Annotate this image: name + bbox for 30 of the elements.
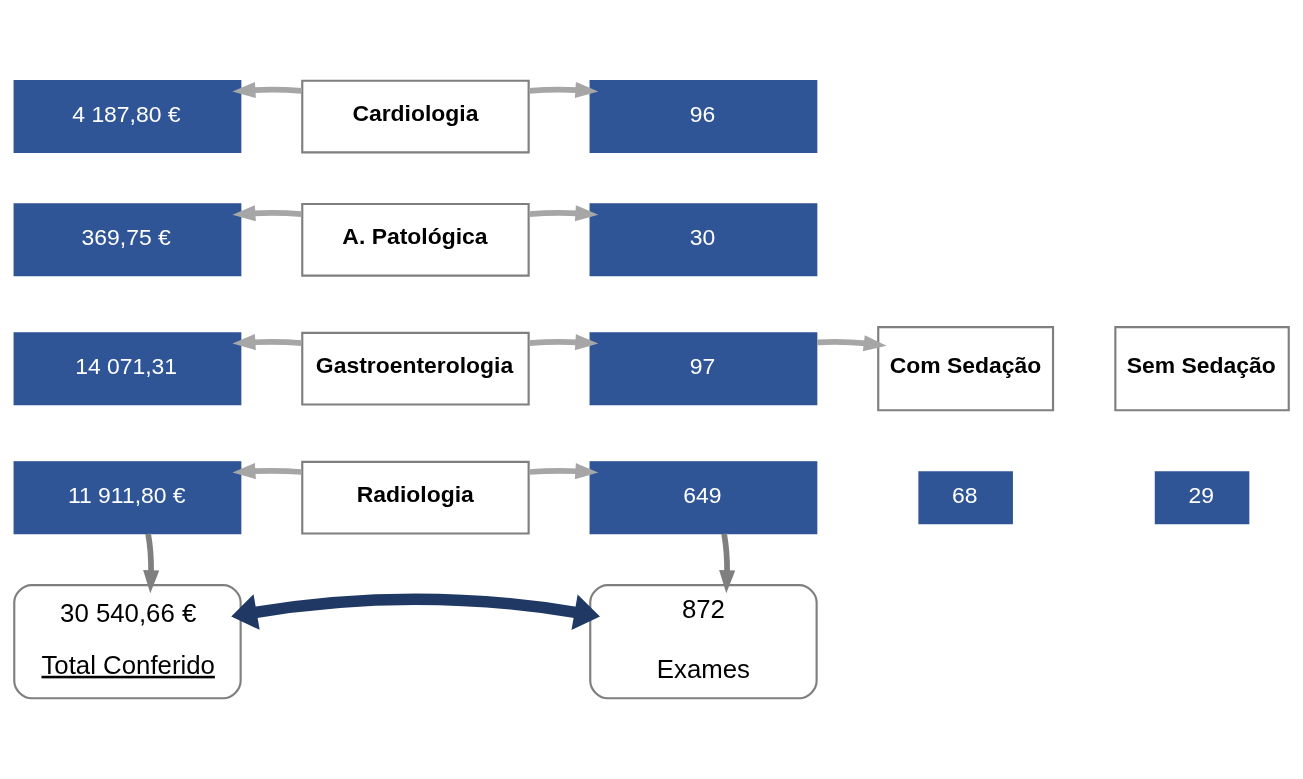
node-box: 11 911,80 € — [13, 461, 242, 535]
node-box: 649 — [589, 461, 818, 535]
arrow — [528, 334, 599, 351]
arrow — [528, 81, 599, 98]
node-box: Gastroenterologia — [301, 331, 530, 406]
arrow — [528, 463, 599, 480]
arrow — [143, 533, 160, 594]
node-box: 29 — [1154, 471, 1250, 525]
node-box: 97 — [589, 332, 818, 406]
node-box: 369,75 € — [13, 203, 242, 277]
node-box: Com Sedação — [877, 326, 1055, 412]
node-box: Radiologia — [301, 460, 530, 535]
node-box: Sem Sedação — [1114, 326, 1290, 412]
arrow — [232, 205, 302, 222]
arrow — [232, 463, 302, 480]
arrow — [232, 334, 302, 351]
node-box: 68 — [918, 471, 1013, 525]
arrow — [719, 533, 736, 594]
arrow — [528, 205, 599, 222]
arrow — [817, 335, 887, 352]
node-box: A. Patológica — [301, 202, 530, 277]
node-box: 96 — [589, 80, 818, 154]
node-box: 14 071,31 — [13, 332, 242, 406]
node-box: 30 540,66 € Total Conferido — [13, 584, 242, 700]
node-box: Cardiologia — [301, 79, 530, 154]
node-box: 872 Exames — [589, 584, 818, 700]
node-box: 30 — [589, 203, 818, 277]
arrow — [232, 81, 302, 98]
node-box: 4 187,80 € — [13, 80, 242, 154]
arrow — [231, 593, 600, 630]
